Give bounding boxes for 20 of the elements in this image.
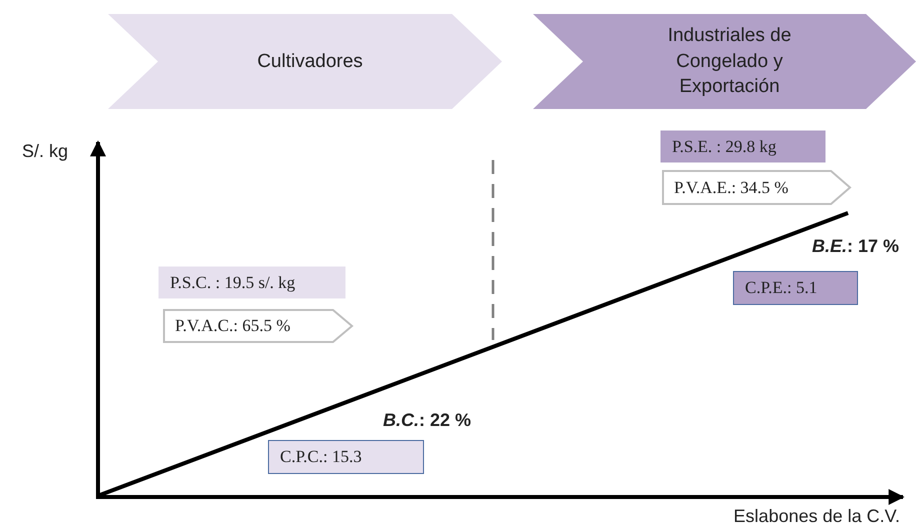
- value-tag: [163, 309, 353, 343]
- node-label: Cultivadores: [257, 50, 363, 74]
- chevron-stage: [108, 14, 502, 109]
- node-label: P.V.A.C.: 65.5 %: [175, 316, 290, 336]
- value-box: [660, 130, 826, 163]
- node-label: C.P.E.: 5.1: [745, 278, 818, 298]
- value-tag: [662, 170, 851, 205]
- node-label: P.V.A.E.: 34.5 %: [674, 178, 788, 198]
- axis-label: Eslabones de la C.V.: [734, 506, 900, 527]
- percentage-label: B.C.: 22 %: [383, 410, 472, 431]
- node-label: P.S.E. : 29.8 kg: [672, 136, 776, 156]
- chevron-stage: [533, 14, 916, 109]
- node-label: C.P.C.: 15.3: [280, 447, 362, 467]
- value-box: [733, 271, 858, 305]
- node-label: Industriales de Congelado y Exportación: [666, 24, 792, 100]
- percentage-label: B.E.: 17 %: [812, 236, 900, 257]
- node-label: P.S.C. : 19.5 s/. kg: [170, 272, 296, 292]
- value-box: [158, 266, 346, 299]
- axis-label: S/. kg: [22, 141, 68, 162]
- value-box: [268, 440, 424, 474]
